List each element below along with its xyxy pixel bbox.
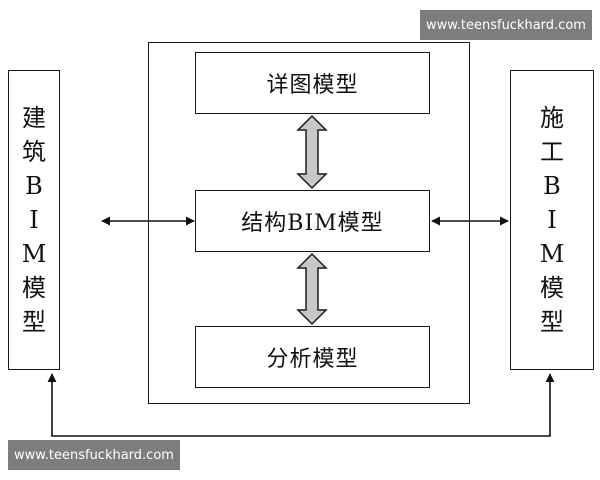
watermark-bottom: www.teensfuckhard.com [8,440,180,470]
architectural-bim-label: 建 筑 B I M 模 型 [8,70,60,370]
detail-structural-double-arrow [296,114,328,190]
construction-bim-box [510,70,594,370]
construction-bim-char: 型 [540,308,564,336]
construction-bim-char: 模 [540,274,564,302]
structural-bim-model-box [195,190,430,252]
architectural-bim-char: 模 [22,274,46,302]
architectural-bim-char: I [29,206,39,234]
analysis-model-label: 分析模型 [266,347,359,372]
detail-model-box [195,52,430,114]
structural-analysis-double-arrow [296,252,328,326]
construction-bim-char: 工 [540,138,564,166]
structural-bim-model-label: 结构BIM模型 [241,211,384,236]
construction-bim-char: 施 [540,104,564,132]
architectural-bim-char: 筑 [22,138,46,166]
architectural-bim-char: M [21,240,47,268]
construction-bim-char: M [539,240,565,268]
construction-bim-char: I [547,206,557,234]
detail-model-label: 详图模型 [266,73,359,98]
architectural-bim-char: 型 [22,308,46,336]
construction-bim-char: B [543,172,561,200]
architectural-bim-box [8,70,60,370]
architectural-bim-char: 建 [22,104,46,132]
construction-bim-label: 施 工 B I M 模 型 [510,70,594,370]
watermark-top: www.teensfuckhard.com [420,10,592,40]
architectural-bim-char: B [25,172,43,200]
bottom-loop-connector [47,373,555,437]
